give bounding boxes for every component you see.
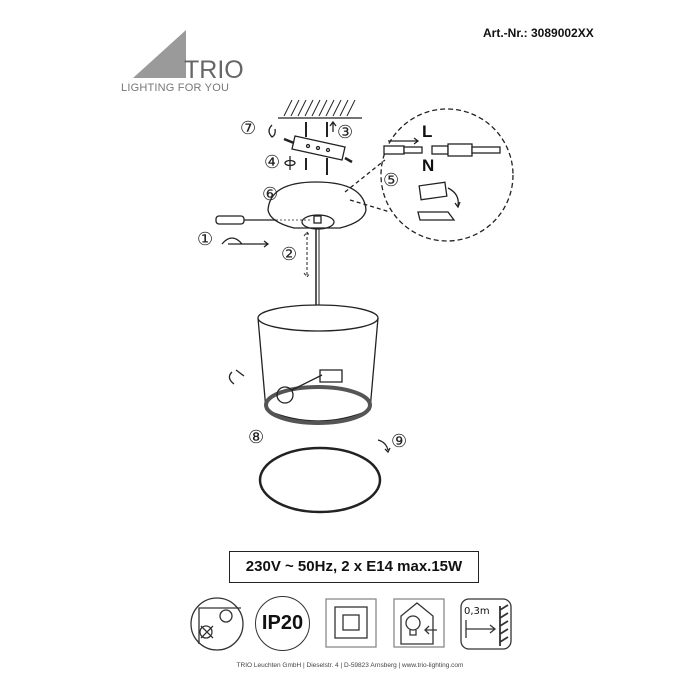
logo-tagline: LIGHTING FOR YOU xyxy=(121,82,230,94)
step-9-label: ⑨ xyxy=(391,431,408,452)
protection-class-2-icon xyxy=(325,598,377,648)
electrical-spec: 230V ~ 50Hz, 2 x E14 max.15W xyxy=(229,551,479,583)
ceiling-hatch-icon xyxy=(278,99,362,119)
ip-rating-icon: IP20 xyxy=(255,596,310,651)
not-for-flammable-surface-icon xyxy=(190,597,244,651)
footer-address: TRIO Leuchten GmbH | Dieselstr. 4 | D-59… xyxy=(236,662,464,669)
unscrew-icon xyxy=(221,237,270,248)
step-8-label: ⑧ xyxy=(248,427,265,448)
step-5-label: ⑤ xyxy=(383,170,400,191)
rotate-icon xyxy=(268,124,276,138)
turn-icon xyxy=(377,439,391,454)
indoor-use-only-icon xyxy=(393,598,445,648)
step-3-label: ③ xyxy=(337,122,354,143)
neutral-wire-label: N xyxy=(422,156,435,175)
canopy-icon xyxy=(267,181,367,230)
logo-name: TRIO xyxy=(184,56,244,84)
wiring-detail-callout xyxy=(344,108,514,242)
rotate-icon xyxy=(228,369,245,385)
step-7-label: ⑦ xyxy=(240,118,257,139)
bulb-icon xyxy=(276,386,294,404)
step-6-label: ⑥ xyxy=(262,184,279,205)
minimum-distance-label: 0,3m xyxy=(464,606,490,617)
step-2-label: ② xyxy=(281,244,298,265)
step-4-label: ④ xyxy=(264,152,281,173)
minimum-distance-icon xyxy=(460,598,512,650)
ceiling-screws-icon xyxy=(305,122,328,175)
diffuser-glass-icon xyxy=(258,446,382,514)
logo-triangle-icon xyxy=(133,30,186,78)
screwdriver-icon xyxy=(215,215,312,225)
article-number: Art.-Nr.: 3089002XX xyxy=(483,26,594,40)
step-1-label: ① xyxy=(197,229,214,250)
assembly-diagram xyxy=(215,99,514,514)
live-wire-label: L xyxy=(422,122,433,141)
lamp-shade-icon xyxy=(228,304,379,425)
mounting-bracket-icon xyxy=(283,135,353,164)
